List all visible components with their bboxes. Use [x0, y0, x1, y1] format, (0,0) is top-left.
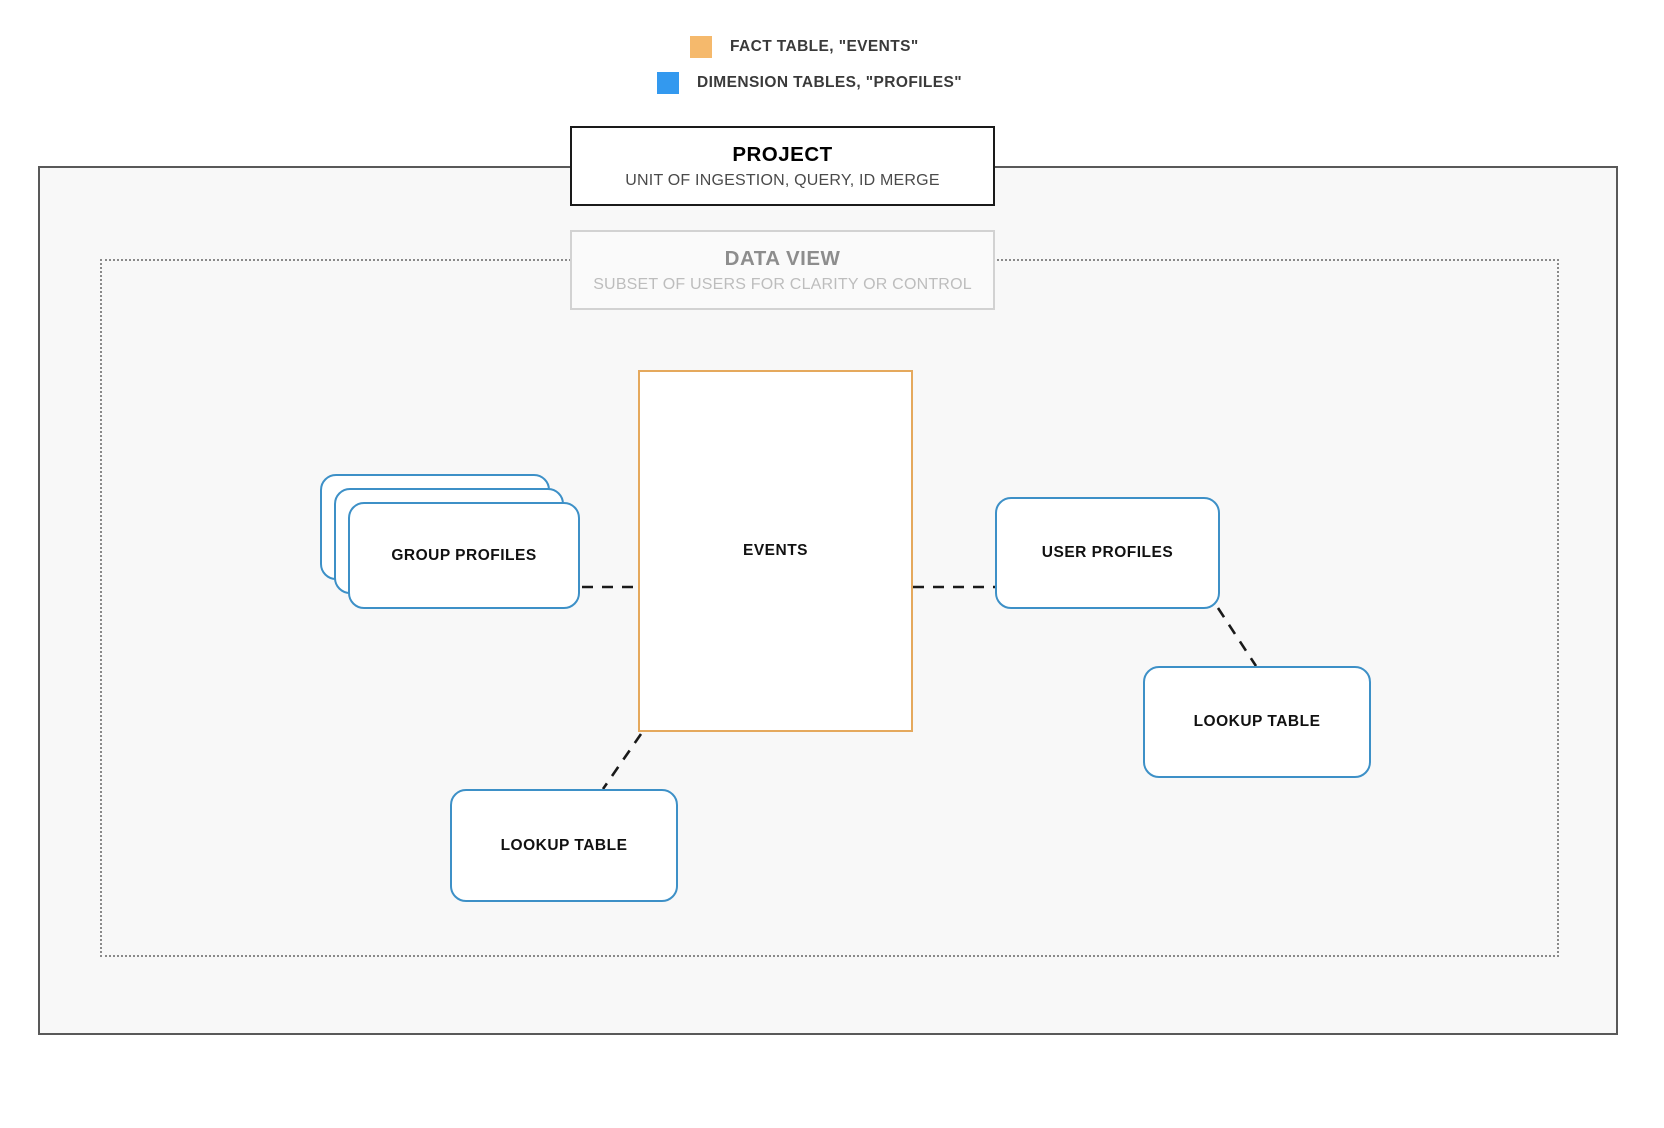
group-profiles-stack-card-front[interactable]: GROUP PROFILES [348, 502, 580, 609]
node-group-profiles[interactable]: GROUP PROFILES [320, 474, 580, 609]
dimension-tables-swatch [657, 72, 679, 94]
node-lookup-table-right[interactable]: LOOKUP TABLE [1143, 666, 1371, 778]
node-user-profiles[interactable]: USER PROFILES [995, 497, 1220, 609]
fact-table-swatch [690, 36, 712, 58]
project-title: PROJECT [732, 142, 833, 166]
legend-item-dimension-tables: DIMENSION TABLES, "PROFILES" [657, 72, 962, 94]
node-lookup-table-right-label: LOOKUP TABLE [1193, 713, 1321, 730]
node-lookup-table-left[interactable]: LOOKUP TABLE [450, 789, 678, 902]
legend-label-fact-table: FACT TABLE, "EVENTS" [730, 38, 919, 55]
node-user-profiles-label: USER PROFILES [1041, 544, 1174, 561]
legend-item-fact-table: FACT TABLE, "EVENTS" [690, 36, 919, 58]
project-subtitle: UNIT OF INGESTION, QUERY, ID MERGE [625, 171, 940, 189]
project-header-box: PROJECT UNIT OF INGESTION, QUERY, ID MER… [570, 126, 995, 206]
legend-label-dimension-tables: DIMENSION TABLES, "PROFILES" [697, 74, 963, 91]
node-events[interactable]: EVENTS [638, 370, 913, 732]
data-view-header-box: DATA VIEW SUBSET OF USERS FOR CLARITY OR… [570, 230, 995, 310]
data-view-subtitle: SUBSET OF USERS FOR CLARITY OR CONTROL [593, 275, 972, 293]
node-events-label: EVENTS [742, 542, 808, 559]
node-group-profiles-label: GROUP PROFILES [391, 546, 537, 564]
data-view-title: DATA VIEW [724, 246, 841, 270]
node-lookup-table-left-label: LOOKUP TABLE [500, 836, 628, 854]
